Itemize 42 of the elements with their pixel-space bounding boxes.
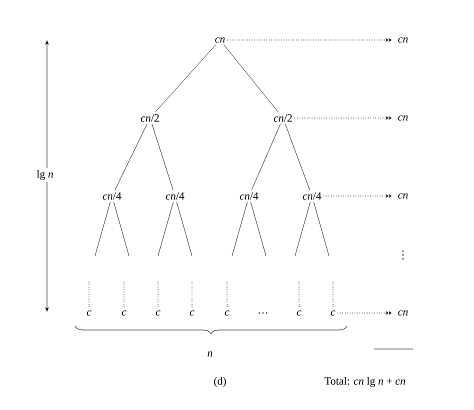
sum-label: cn: [398, 193, 408, 199]
tree-edge: [294, 202, 311, 256]
tree-edge: [251, 124, 281, 190]
dotted-line: [298, 282, 300, 309]
sum-label: cn: [398, 115, 408, 121]
tree-edge: [94, 202, 111, 256]
tree-edge: [155, 44, 216, 112]
tree-edge: [250, 202, 266, 256]
dim-label: lg n: [34, 168, 56, 182]
tree-edge: [232, 202, 248, 256]
tree-edge: [176, 202, 192, 256]
leaf-label: c: [156, 310, 160, 316]
panel-label: (d): [214, 377, 226, 387]
leaf-label: c: [190, 310, 194, 316]
tree-edge: [114, 124, 148, 190]
tree-node-label: cn/2: [140, 114, 159, 122]
leaf-label: c: [296, 310, 302, 316]
vertical-ellipsis: ⋮: [402, 250, 404, 260]
dotted-line: [226, 282, 228, 309]
sum-label: cn: [398, 310, 408, 316]
leaf-label: c: [224, 310, 230, 316]
tree-edge: [284, 124, 310, 190]
leaf-label: c: [122, 310, 126, 316]
tree-node-label: cn/4: [302, 192, 322, 200]
dotted-line: [332, 282, 334, 309]
brace-label: n: [208, 351, 212, 357]
tree-edge: [313, 202, 330, 256]
leaf-label: c: [330, 310, 336, 316]
tree-node-label: cn/2: [274, 114, 292, 122]
tree-node-label: cn/4: [102, 192, 122, 200]
tree-node-label: cn/4: [166, 192, 184, 200]
tree-node-label: cn/4: [240, 192, 258, 200]
leaf-label: c: [86, 310, 92, 316]
sum-label: cn: [398, 37, 408, 43]
tree-edge: [224, 44, 278, 112]
dotted-line: [88, 282, 90, 309]
tree-edge: [113, 202, 130, 256]
tree-node-label: cn: [215, 37, 225, 43]
tree-edge: [158, 202, 174, 256]
total-label: Total: cn lg n + cn: [324, 377, 406, 387]
tree-edge: [152, 124, 174, 190]
ellipsis: …: [258, 312, 268, 314]
